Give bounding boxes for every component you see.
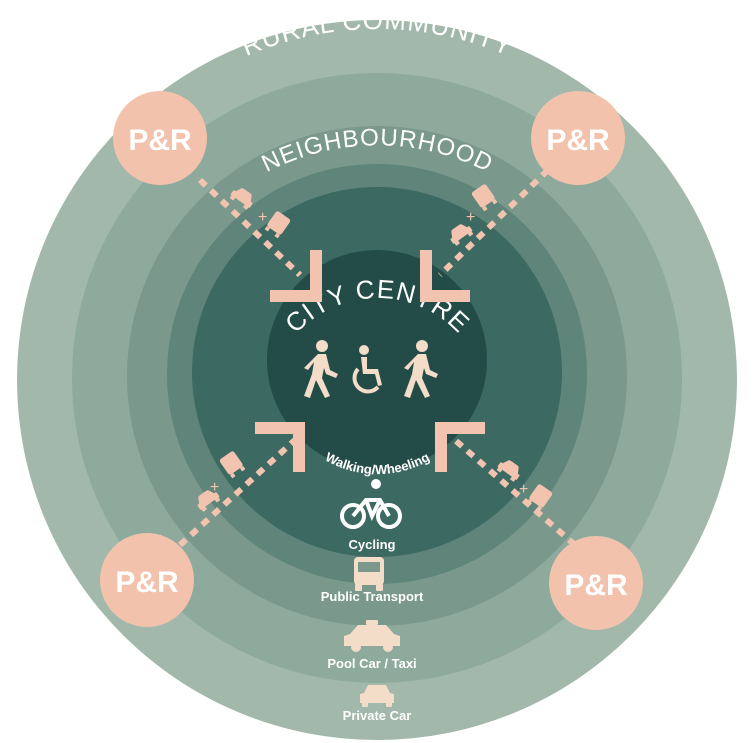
wheelchair-icon (352, 345, 382, 394)
arrowhead-top-left (270, 250, 322, 302)
ring-city-centre (267, 250, 487, 470)
arrowhead-bottom-left (255, 422, 305, 472)
walking-icons (304, 340, 438, 398)
pr-label-bottom-right: P&R (564, 569, 628, 602)
arrow-line-bottom-left (177, 437, 298, 548)
arrowhead-bottom-right (435, 422, 485, 472)
pr-label-top-left: P&R (128, 124, 192, 157)
arrow-line-top-left (197, 177, 303, 278)
walking-person-icon (304, 340, 338, 398)
arrow-line-top-right (437, 167, 551, 278)
plus-icon: + (210, 479, 219, 496)
arrow-connector-icons: + + + + (193, 183, 554, 513)
pool-car-taxi-label: Pool Car / Taxi (327, 656, 416, 671)
arrow-line-bottom-right (453, 437, 577, 548)
pr-circle-bottom-right (549, 536, 643, 630)
pr-circle-bottom-left (100, 533, 194, 627)
arrowhead-top-right (420, 250, 470, 302)
arrowheads (255, 250, 485, 472)
park-and-ride-nodes: P&R P&R P&R P&R (100, 91, 643, 630)
pr-circle-top-left (113, 91, 207, 185)
plus-icon: + (466, 209, 475, 226)
plus-icon: + (258, 209, 267, 226)
bus-icon (354, 557, 384, 591)
cycling-label: Cycling (349, 537, 396, 552)
taxi-icon (344, 620, 400, 652)
walking-person-icon (404, 340, 438, 398)
arrow-paths (177, 167, 577, 548)
cyclist-icon (340, 479, 402, 529)
public-transport-label: Public Transport (321, 589, 424, 604)
private-car-label: Private Car (343, 708, 412, 723)
pr-circle-top-right (531, 91, 625, 185)
pr-label-top-right: P&R (546, 124, 610, 157)
plus-icon: + (519, 481, 528, 498)
pr-label-bottom-left: P&R (115, 566, 179, 599)
car-icon (360, 685, 394, 707)
